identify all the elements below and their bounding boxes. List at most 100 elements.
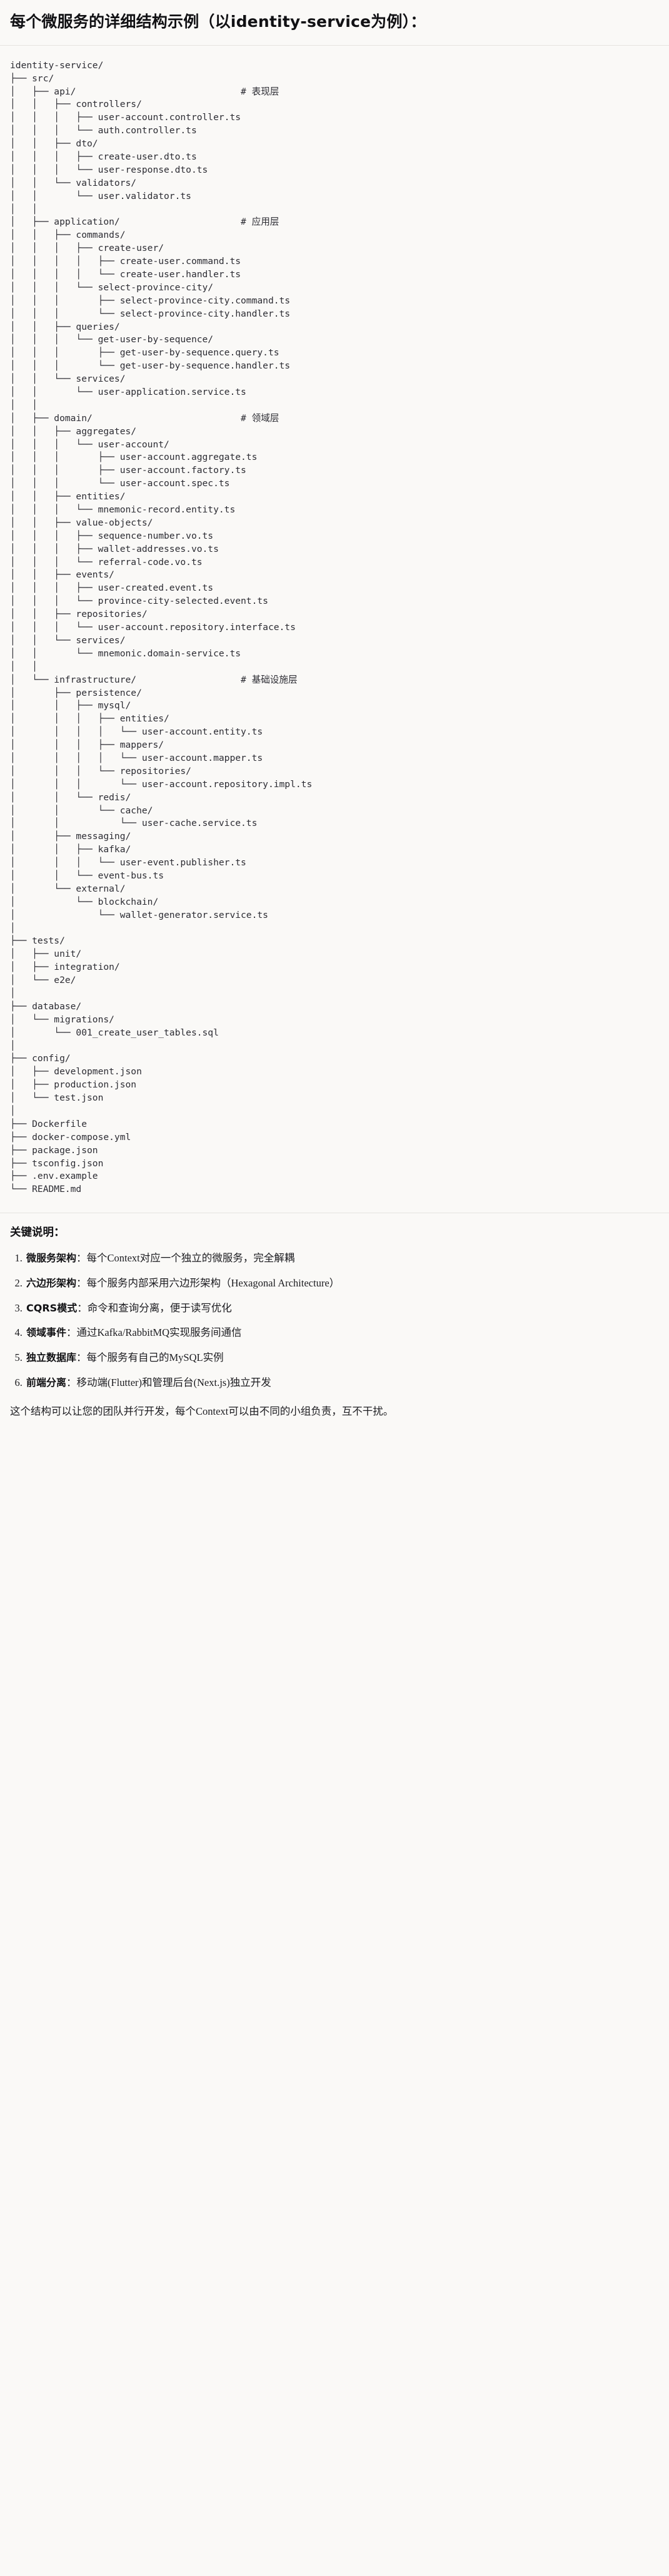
tree-node-label: │ │ ├── mysql/ — [10, 700, 131, 711]
tree-line: │ ├── production.json — [10, 1079, 659, 1092]
tree-line: │ └── wallet-generator.service.ts — [10, 909, 659, 922]
tree-node-label: │ │ │ │ └── user-account.entity.ts — [10, 726, 263, 738]
tree-node-label: │ │ — [10, 399, 38, 410]
tree-line: │ └── 001_create_user_tables.sql — [10, 1027, 659, 1040]
tree-node-label: │ ├── api/ — [10, 86, 241, 97]
key-note-item: 六边形架构：每个服务内部采用六边形架构（Hexagonal Architectu… — [25, 1275, 659, 1291]
tree-node-label: │ │ │ ├── create-user.dto.ts — [10, 151, 197, 162]
tree-line: │ │ ├── dto/ — [10, 138, 659, 151]
tree-line: │ │ │ └── select-province-city/ — [10, 282, 659, 295]
tree-node-label: │ ├── unit/ — [10, 949, 82, 960]
tree-line: │ │ ├── events/ — [10, 569, 659, 582]
key-note-item: 领域事件：通过Kafka/RabbitMQ实现服务间通信 — [25, 1325, 659, 1341]
tree-line: │ │ │ ├── sequence-number.vo.ts — [10, 530, 659, 543]
tree-node-label: │ │ │ └── get-user-by-sequence/ — [10, 334, 214, 345]
tree-line: │ — [10, 1040, 659, 1053]
tree-line: │ │ └── user.validator.ts — [10, 190, 659, 203]
tree-node-label: │ │ │ │ └── user-account.mapper.ts — [10, 752, 263, 763]
tree-line: │ ├── application/ # 应用层 — [10, 216, 659, 229]
tree-node-label: │ │ │ ├── entities/ — [10, 713, 169, 725]
tree-line: │ │ │ ├── user-created.event.ts — [10, 582, 659, 595]
tree-line: │ │ │ ├── create-user/ — [10, 242, 659, 255]
tree-node-label: │ │ ├── controllers/ — [10, 99, 142, 110]
tree-line: │ │ — [10, 203, 659, 216]
tree-line: │ │ │ └── get-user-by-sequence/ — [10, 333, 659, 347]
tree-line: │ — [10, 922, 659, 935]
tree-node-label: │ │ │ └── user-event.publisher.ts — [10, 857, 246, 868]
tree-node-label: │ │ │ └── select-province-city/ — [10, 282, 214, 293]
tree-node-comment: # 基础设施层 — [241, 674, 298, 685]
tree-line: │ │ ├── aggregates/ — [10, 425, 659, 439]
tree-node-label: │ ├── application/ — [10, 216, 241, 228]
tree-node-label: ├── .env.example — [10, 1171, 98, 1182]
tree-node-label: │ └── wallet-generator.service.ts — [10, 909, 268, 920]
tree-line: ├── .env.example — [10, 1170, 659, 1183]
tree-line: │ │ ├── kafka/ — [10, 843, 659, 857]
tree-node-label: │ │ └── event-bus.ts — [10, 870, 164, 881]
tree-node-label: │ └── e2e/ — [10, 975, 76, 986]
tree-line: │ ├── domain/ # 领域层 — [10, 412, 659, 425]
tree-line: │ │ — [10, 661, 659, 674]
tree-line: ├── package.json — [10, 1144, 659, 1158]
tree-node-label: │ │ — [10, 203, 38, 215]
tree-line: │ │ │ └── user-account.repository.interf… — [10, 621, 659, 634]
tree-node-label: │ │ │ └── user-account.repository.interf… — [10, 622, 296, 633]
tree-node-label: ├── Dockerfile — [10, 1118, 88, 1129]
tree-line: │ ├── persistence/ — [10, 687, 659, 700]
tree-line: │ │ │ └── user-response.dto.ts — [10, 164, 659, 177]
tree-node-label: │ — [10, 1040, 16, 1051]
closing-paragraph: 这个结构可以让您的团队并行开发，每个Context可以由不同的小组负责，互不干扰… — [10, 1405, 394, 1417]
key-note-item: CQRS模式：命令和查询分离，便于读写优化 — [25, 1300, 659, 1316]
tree-line: └── README.md — [10, 1183, 659, 1196]
key-note-label: 独立数据库 — [26, 1352, 77, 1364]
tree-node-label: │ └── migrations/ — [10, 1014, 114, 1025]
key-note-label: 六边形架构 — [26, 1276, 77, 1289]
tree-line: │ │ ├── repositories/ — [10, 608, 659, 621]
tree-line: │ ├── unit/ — [10, 948, 659, 961]
tree-node-label: ├── package.json — [10, 1144, 98, 1156]
tree-node-label: │ └── external/ — [10, 883, 126, 894]
tree-line: ├── database/ — [10, 1000, 659, 1014]
tree-node-label: │ │ └── mnemonic.domain-service.ts — [10, 648, 241, 659]
key-notes-heading: 关键说明： — [10, 1226, 65, 1240]
tree-node-label: │ │ │ ├── get-user-by-sequence.query.ts — [10, 347, 279, 359]
tree-line: │ │ │ ├── select-province-city.command.t… — [10, 295, 659, 308]
key-note-item: 微服务架构：每个Context对应一个独立的微服务，完全解耦 — [25, 1250, 659, 1266]
tree-line: │ │ │ └── mnemonic-record.entity.ts — [10, 504, 659, 517]
tree-node-label: │ │ │ └── get-user-by-sequence.handler.t… — [10, 360, 291, 372]
tree-node-label: │ │ │ └── select-province-city.handler.t… — [10, 308, 291, 319]
tree-node-label: │ │ │ └── user-account.spec.ts — [10, 478, 230, 489]
key-notes-list: 微服务架构：每个Context对应一个独立的微服务，完全解耦六边形架构：每个服务… — [10, 1250, 659, 1391]
tree-node-label: ├── database/ — [10, 1000, 82, 1012]
tree-node-label: │ │ ├── queries/ — [10, 321, 120, 332]
tree-node-label: │ │ │ ├── user-account.factory.ts — [10, 465, 246, 476]
tree-node-label: │ │ │ ├── select-province-city.command.t… — [10, 295, 291, 306]
tree-line: │ │ — [10, 399, 659, 412]
key-note-separator: ： — [77, 1301, 88, 1314]
tree-node-label: │ │ │ └── referral-code.vo.ts — [10, 556, 203, 568]
tree-line: │ │ │ └── get-user-by-sequence.handler.t… — [10, 360, 659, 373]
key-note-label: 微服务架构 — [26, 1251, 77, 1264]
tree-node-label: │ │ ├── kafka/ — [10, 844, 131, 855]
tree-line: │ │ │ └── user-event.publisher.ts — [10, 857, 659, 870]
tree-node-label: │ — [10, 1106, 16, 1116]
tree-line: │ │ │ │ └── user-account.mapper.ts — [10, 752, 659, 765]
tree-node-label: │ │ │ └── repositories/ — [10, 765, 191, 776]
tree-node-label: │ │ │ │ ├── create-user.command.ts — [10, 256, 241, 267]
tree-node-label: ├── tsconfig.json — [10, 1158, 104, 1169]
tree-node-label: │ ├── production.json — [10, 1079, 137, 1091]
tree-line: │ │ │ └── user-account.repository.impl.t… — [10, 778, 659, 792]
tree-line: │ └── blockchain/ — [10, 896, 659, 909]
tree-node-label: identity-service/ — [10, 59, 104, 71]
key-note-item: 前端分离：移动端(Flutter)和管理后台(Next.js)独立开发 — [25, 1375, 659, 1391]
tree-node-label: │ │ │ └── mnemonic-record.entity.ts — [10, 504, 236, 516]
tree-line: ├── tsconfig.json — [10, 1158, 659, 1171]
tree-node-label: │ │ ├── events/ — [10, 569, 114, 581]
tree-line: │ │ └── mnemonic.domain-service.ts — [10, 648, 659, 661]
tree-line: ├── Dockerfile — [10, 1118, 659, 1131]
tree-line: │ │ │ └── user-account.spec.ts — [10, 477, 659, 491]
tree-node-label: │ │ │ └── auth.controller.ts — [10, 125, 197, 136]
tree-node-label: │ └── infrastructure/ — [10, 674, 241, 685]
tree-line: │ │ ├── value-objects/ — [10, 517, 659, 530]
key-note-text: 移动端(Flutter)和管理后台(Next.js)独立开发 — [76, 1376, 271, 1388]
